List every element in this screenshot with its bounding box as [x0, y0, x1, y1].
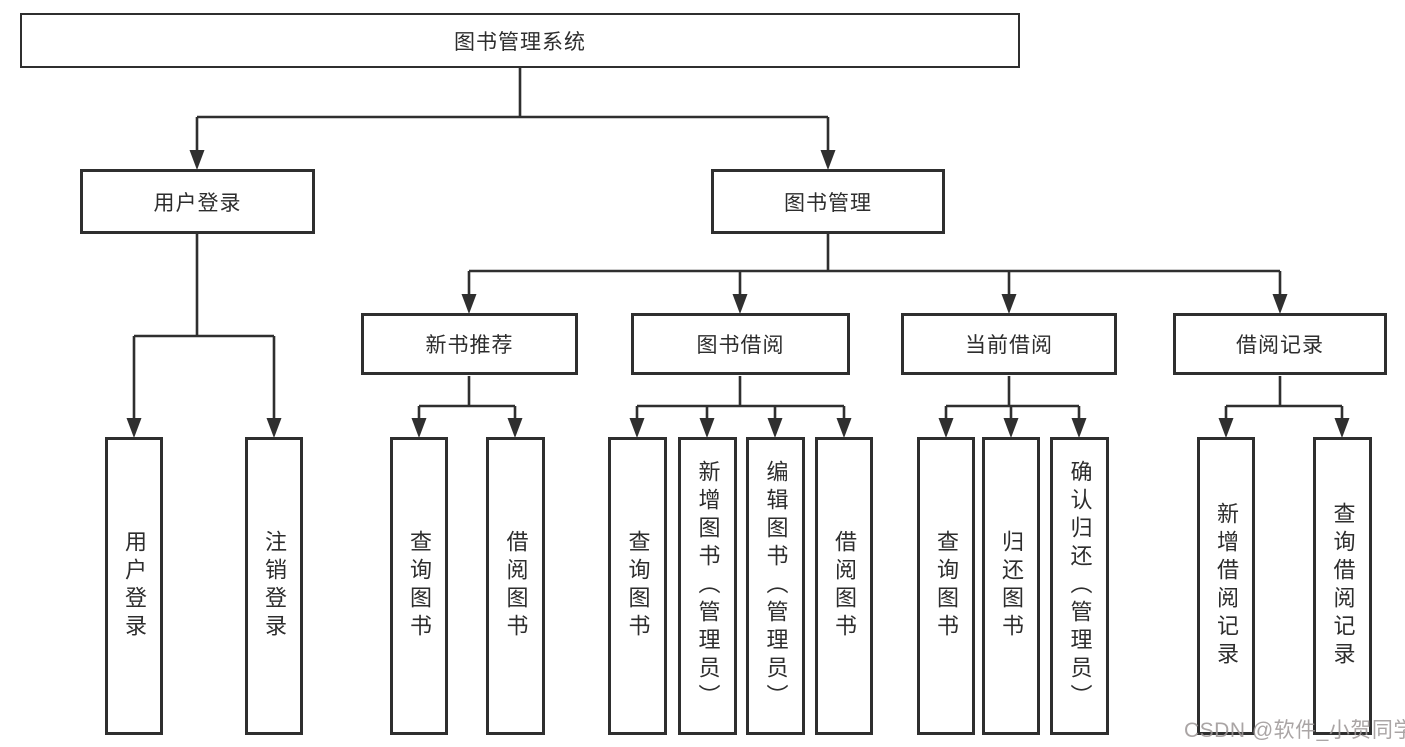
leaf-confirm-return-admin-label: 确认归还（管理员） [1067, 460, 1093, 712]
leaf-logout: 注销登录 [245, 437, 303, 735]
node-library-system-label: 图书管理系统 [454, 30, 586, 54]
leaf-add-borrow-record-label: 新增借阅记录 [1214, 502, 1239, 670]
leaf-query-books-3: 查询图书 [917, 437, 975, 735]
node-library-system: 图书管理系统 [20, 13, 1020, 68]
node-book-management-label: 图书管理 [784, 191, 872, 215]
leaf-add-books-admin: 新增图书（管理员） [678, 437, 737, 735]
node-current-borrowing-label: 当前借阅 [965, 334, 1053, 357]
leaf-logout-label: 注销登录 [262, 530, 287, 642]
node-new-book-recommend-label: 新书推荐 [425, 334, 514, 357]
leaf-user-login: 用户登录 [105, 437, 163, 735]
leaf-return-books: 归还图书 [982, 437, 1040, 735]
leaf-borrow-books-2: 借阅图书 [815, 437, 873, 735]
node-book-borrowing: 图书借阅 [631, 313, 850, 375]
leaf-edit-books-admin-label: 编辑图书（管理员） [763, 460, 789, 712]
node-book-borrowing-label: 图书借阅 [696, 334, 785, 357]
leaf-query-books-3-label: 查询图书 [934, 530, 959, 642]
leaf-add-books-admin-label: 新增图书（管理员） [695, 460, 721, 712]
leaf-query-borrow-record: 查询借阅记录 [1313, 437, 1372, 735]
leaf-borrow-books-1: 借阅图书 [486, 437, 545, 735]
node-new-book-recommend: 新书推荐 [361, 313, 578, 375]
leaf-user-login-label: 用户登录 [122, 530, 147, 642]
leaf-return-books-label: 归还图书 [999, 530, 1024, 642]
node-borrowing-records-label: 借阅记录 [1236, 334, 1324, 357]
node-borrowing-records: 借阅记录 [1173, 313, 1387, 375]
leaf-add-borrow-record: 新增借阅记录 [1197, 437, 1255, 735]
leaf-query-books-2: 查询图书 [608, 437, 667, 735]
node-book-management: 图书管理 [711, 169, 945, 234]
leaf-query-books-1-label: 查询图书 [407, 530, 432, 642]
csdn-watermark: CSDN @软件_小贺同学 [1184, 719, 1405, 742]
leaf-confirm-return-admin: 确认归还（管理员） [1050, 437, 1109, 735]
node-current-borrowing: 当前借阅 [901, 313, 1117, 375]
leaf-borrow-books-1-label: 借阅图书 [503, 530, 529, 642]
node-user-login: 用户登录 [80, 169, 315, 234]
node-user-login-label: 用户登录 [153, 191, 242, 215]
leaf-query-borrow-record-label: 查询借阅记录 [1330, 502, 1356, 670]
arrowheads [126, 150, 1350, 438]
leaf-borrow-books-2-label: 借阅图书 [832, 530, 857, 642]
leaf-query-books-1: 查询图书 [390, 437, 448, 735]
leaf-edit-books-admin: 编辑图书（管理员） [746, 437, 805, 735]
leaf-query-books-2-label: 查询图书 [625, 530, 651, 642]
